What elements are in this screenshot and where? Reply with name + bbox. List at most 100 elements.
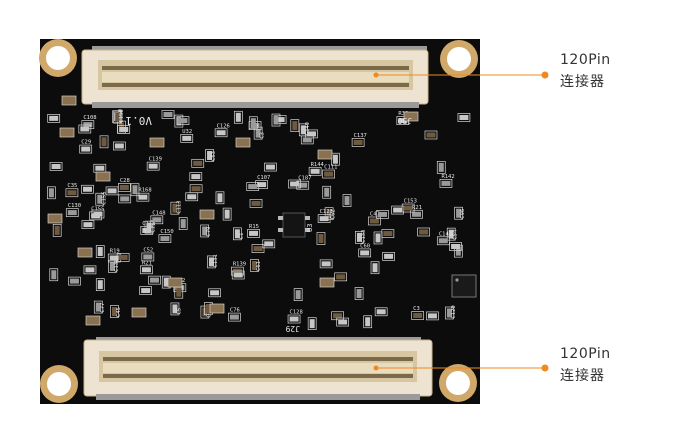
smd-component <box>324 187 330 197</box>
silk-designator: C96 <box>460 209 466 219</box>
tantalum-capacitor <box>85 315 101 326</box>
silk-designator: C52 <box>143 247 153 253</box>
smd-component <box>250 118 256 128</box>
smd-component <box>180 219 186 229</box>
smd-component <box>118 254 128 260</box>
component-outline <box>382 252 395 261</box>
smd-component <box>67 210 77 216</box>
smd-component <box>160 236 170 242</box>
smd-component <box>235 112 241 122</box>
smd-component <box>152 217 162 223</box>
component-outline <box>454 206 463 220</box>
component-outline <box>95 245 105 258</box>
silk-designator: C187 <box>298 176 311 182</box>
smd-component <box>80 126 90 132</box>
smd-component <box>413 312 423 318</box>
component-outline <box>251 244 265 253</box>
component-outline <box>176 116 190 125</box>
component-outline <box>288 179 301 189</box>
smd-component <box>403 205 413 211</box>
silk-designator: C53 <box>211 151 217 161</box>
annotation-bottom-connector: 连接器 <box>560 368 605 384</box>
silk-designator: C45 <box>116 307 122 317</box>
mounting-hole-bottom-left <box>40 365 78 403</box>
silk-designator: C28 <box>120 178 130 184</box>
smd-component <box>376 309 386 315</box>
silk-designator: C143 <box>439 231 452 237</box>
component-outline <box>381 229 395 238</box>
component-outline <box>146 161 160 171</box>
component-outline <box>136 192 150 202</box>
smd-component <box>257 182 267 188</box>
connector-top <box>81 46 429 108</box>
component-outline <box>231 270 245 280</box>
component-outline <box>317 214 331 224</box>
component-outline <box>300 135 314 145</box>
smd-component <box>234 229 240 239</box>
tantalum-capacitor <box>149 137 165 148</box>
smd-component <box>426 132 436 138</box>
component-outline <box>246 182 260 191</box>
silk-version: V0.1 <box>126 114 153 127</box>
smd-component <box>163 277 169 287</box>
smd-component <box>83 122 93 128</box>
component-outline <box>424 130 438 140</box>
smd-component <box>85 267 95 273</box>
tantalum-capacitor <box>131 307 147 318</box>
smd-component <box>202 226 208 236</box>
component-outline <box>161 110 175 119</box>
tantalum-capacitor <box>319 277 335 288</box>
silk-designator: C61 <box>256 261 262 271</box>
smd-component <box>51 164 61 170</box>
component-outline <box>374 307 388 317</box>
mounting-hole-top-right <box>440 40 478 78</box>
smd-component <box>319 216 329 222</box>
silk-designator: C154 <box>150 219 156 233</box>
component-outline <box>445 306 454 320</box>
component-outline <box>117 125 131 134</box>
smd-component <box>360 250 370 256</box>
silk-designator: R144 <box>311 162 325 168</box>
component-outline <box>191 158 205 168</box>
smd-component <box>398 118 408 124</box>
smd-component <box>210 290 220 296</box>
smd-component <box>205 304 211 314</box>
smd-component <box>255 128 261 138</box>
smd-component <box>307 131 317 137</box>
component-outline <box>331 311 344 321</box>
component-outline <box>130 183 140 197</box>
component-outline <box>105 186 119 196</box>
component-outline <box>264 162 277 172</box>
smd-component <box>132 185 138 195</box>
smd-component <box>451 243 461 249</box>
smd-component <box>375 233 381 243</box>
silk-designator: C79 <box>206 227 212 237</box>
component-outline <box>113 110 123 124</box>
smd-component <box>54 225 60 235</box>
component-outline <box>65 188 79 198</box>
smd-component <box>207 150 213 160</box>
component-outline <box>52 224 62 237</box>
component-outline <box>334 272 347 282</box>
component-outline <box>144 220 154 234</box>
component-outline <box>293 288 303 301</box>
tantalum-capacitor <box>209 303 225 314</box>
component-outline <box>205 149 214 162</box>
smd-component <box>114 143 124 149</box>
smd-component <box>441 180 451 186</box>
component-outline <box>110 305 119 318</box>
silk-designator: C29 <box>81 140 91 146</box>
component-outline <box>141 252 155 262</box>
component-outline <box>158 234 172 243</box>
component-outline <box>391 205 404 215</box>
component-outline <box>324 207 334 221</box>
silk-designator: C131 <box>213 254 219 267</box>
component-outline <box>411 311 425 320</box>
silk-designator: C158 <box>119 109 125 122</box>
smd-component <box>216 130 226 136</box>
component-outline <box>78 124 92 134</box>
component-outline <box>247 229 260 238</box>
component-outline <box>228 312 241 322</box>
component-outline <box>436 161 446 174</box>
component-outline <box>457 113 471 122</box>
